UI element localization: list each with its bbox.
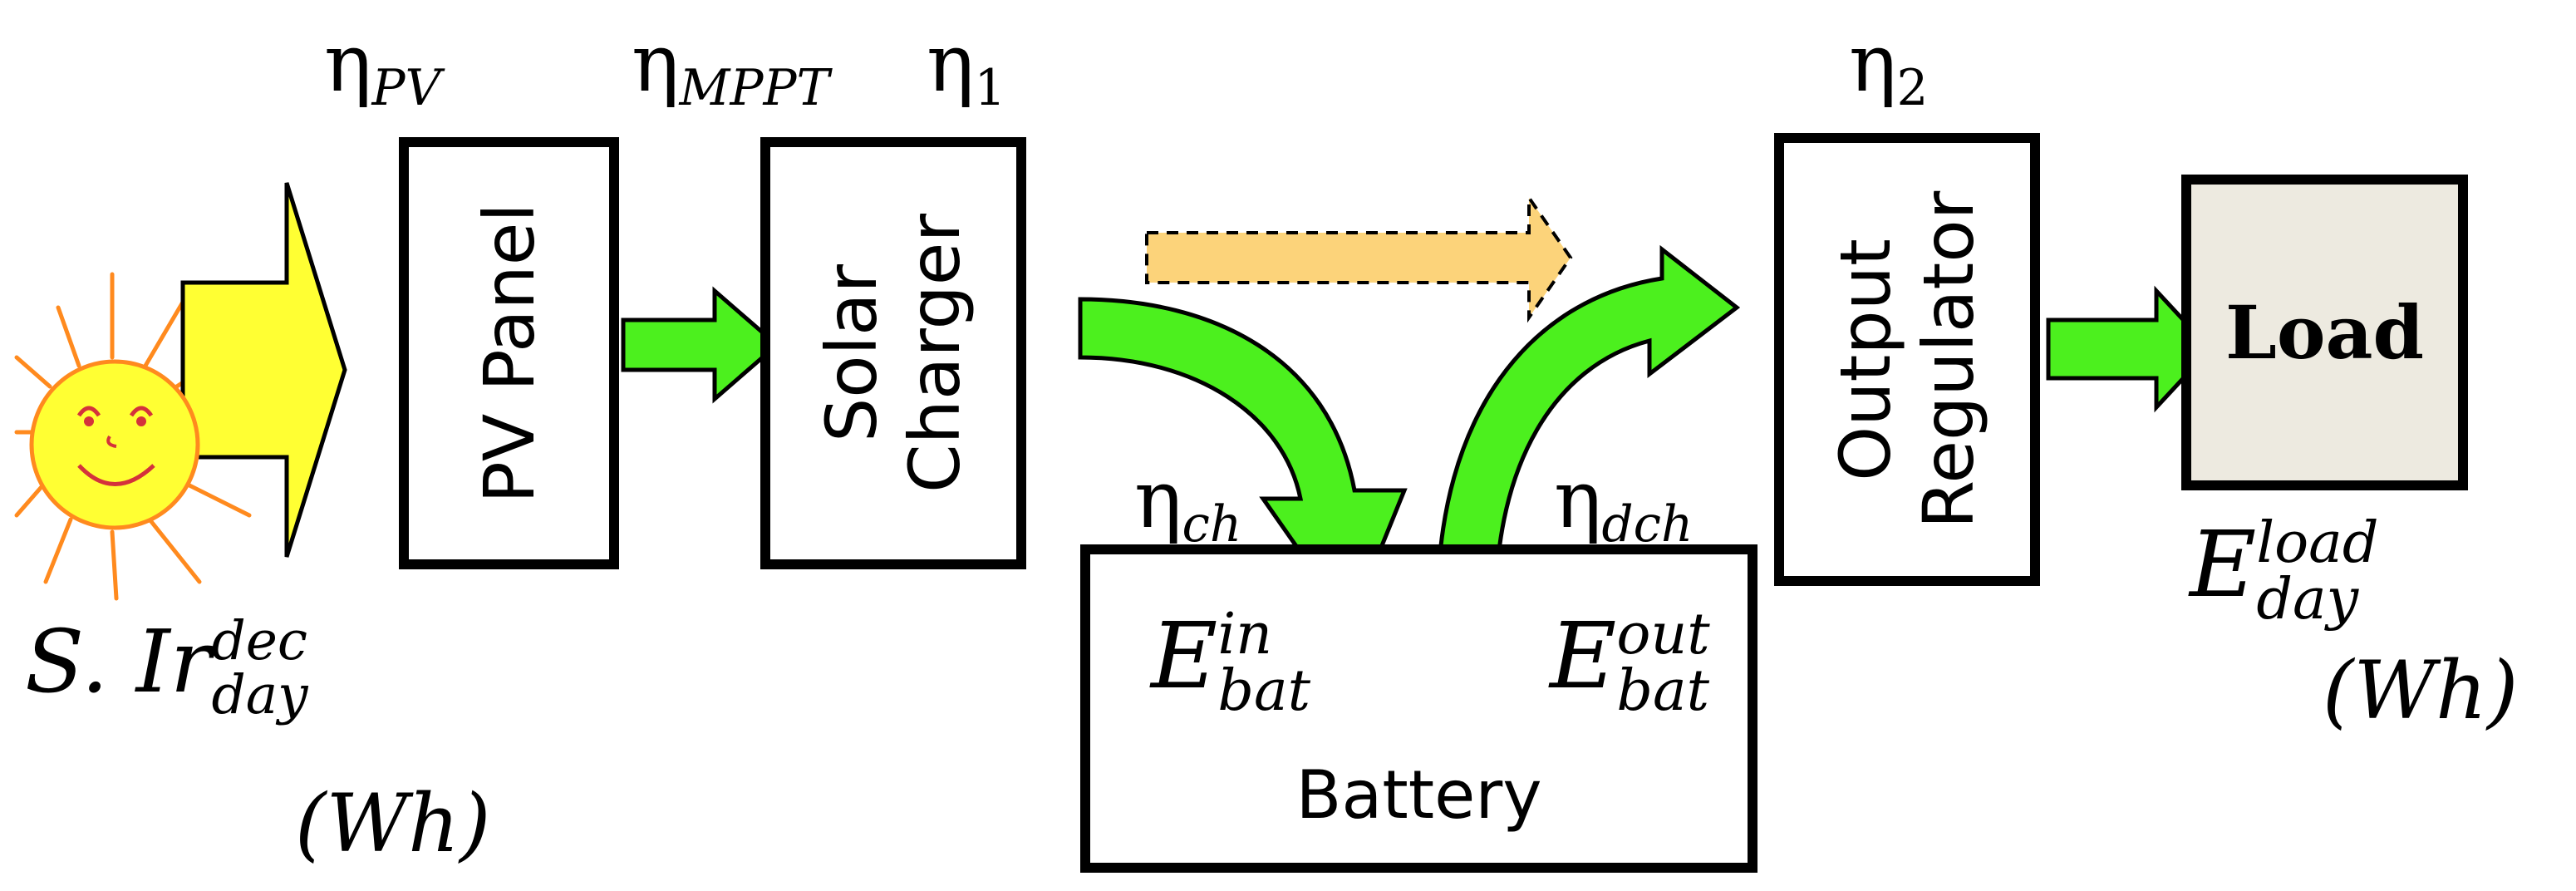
eta-2-label: η2 bbox=[1849, 17, 1929, 117]
load-box: Load bbox=[2181, 175, 2468, 490]
pv-panel-label: PV Panel bbox=[468, 203, 550, 504]
load-energy-unit: (Wh) bbox=[2323, 644, 2519, 737]
flow-arrow-pv-to-charger bbox=[621, 286, 780, 404]
eta-mppt-label: ηMPPT bbox=[632, 17, 830, 117]
solar-charger-box: Solar Charger bbox=[760, 137, 1026, 569]
battery-box: Battery bbox=[1080, 544, 1757, 873]
output-regulator-label-line2: Regulator bbox=[1908, 190, 1989, 529]
eta-pv-label: ηPV bbox=[324, 17, 441, 117]
irradiance-unit: (Wh) bbox=[295, 777, 491, 870]
pv-panel-box: PV Panel bbox=[399, 137, 619, 569]
load-label: Load bbox=[2225, 289, 2425, 376]
output-regulator-label-line1: Output bbox=[1825, 238, 1906, 481]
output-regulator-label: Output Regulator bbox=[1824, 190, 1990, 529]
solar-charger-label-line1: Solar bbox=[811, 263, 892, 443]
output-regulator-box: Output Regulator bbox=[1774, 133, 2040, 586]
eta-ch-label: ηch bbox=[1134, 453, 1242, 554]
eta-1-label: η1 bbox=[927, 17, 1006, 117]
battery-label: Battery bbox=[1295, 756, 1542, 834]
bypass-arrow bbox=[1145, 192, 1573, 323]
flow-arrow-battery-to-regulator bbox=[1435, 244, 1741, 609]
solar-charger-label-line2: Charger bbox=[894, 214, 976, 493]
irradiance-arrow bbox=[180, 182, 347, 558]
solar-charger-label: Solar Charger bbox=[810, 214, 976, 493]
sun-icon bbox=[29, 359, 200, 530]
eta-dch-label: ηdch bbox=[1554, 453, 1694, 554]
